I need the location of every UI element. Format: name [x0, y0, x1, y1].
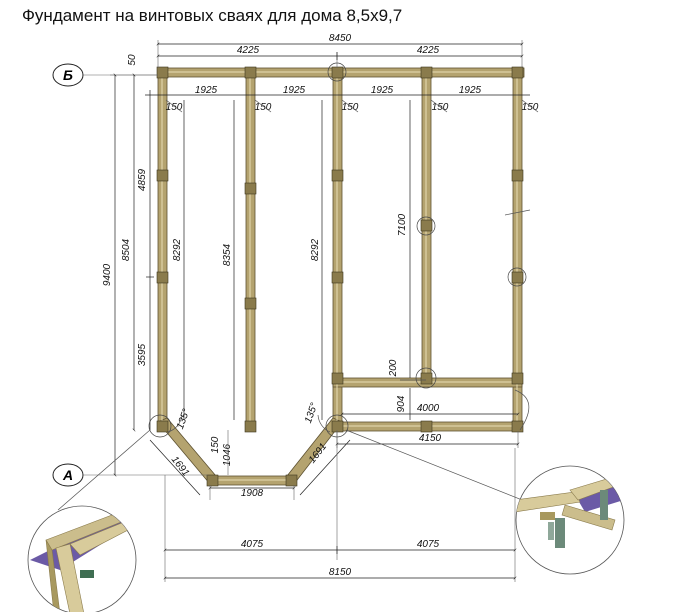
- dim-beam5: 150: [522, 102, 539, 113]
- detail-right: [515, 465, 625, 575]
- dim-top-right-half: 4225: [417, 45, 440, 56]
- detail-left: [27, 505, 137, 612]
- dim-inner3: 8292: [310, 238, 321, 261]
- dim-bay-904: 904: [396, 395, 407, 412]
- dim-bay-200: 200: [388, 359, 399, 377]
- inner-dimensions: 8292 8354 8292 7100 200 904: [172, 100, 426, 420]
- guide-tick: [504, 209, 531, 216]
- dim-bottom-half-left: 4075: [241, 539, 264, 550]
- rear-dimensions: 4000 4150: [335, 403, 520, 448]
- dim-top-offset: 50: [127, 54, 138, 66]
- dim-beam1: 150: [166, 102, 183, 113]
- dim-inner1: 8292: [172, 238, 183, 261]
- drawing-title: Фундамент на винтовых сваях для дома 8,5…: [22, 6, 403, 25]
- axis-a: А: [52, 463, 208, 487]
- dim-left-total: 9400: [102, 263, 113, 286]
- dim-bottom-total: 8150: [329, 567, 352, 578]
- dim-bay2: 1925: [283, 85, 306, 96]
- left-dimensions: 9400 8504 4859 3595: [102, 73, 158, 477]
- dim-inner4: 7100: [397, 213, 408, 236]
- dim-bottom-side-a: 150: [210, 436, 221, 453]
- dim-bottom-flat: 1908: [241, 488, 264, 499]
- dim-inner2: 8354: [222, 243, 233, 266]
- dim-rear-total: 4150: [419, 433, 442, 444]
- dim-angle-left: 135°: [175, 408, 192, 431]
- dim-beam2: 150: [255, 102, 272, 113]
- dim-diag-right: 1691: [307, 441, 329, 465]
- dim-beam4: 150: [432, 102, 449, 113]
- dim-left-lower: 3595: [137, 343, 148, 366]
- dim-angle-right: 135°: [303, 402, 320, 425]
- pile-heads: [156, 66, 524, 487]
- dim-left-upper: 4859: [137, 168, 148, 191]
- axis-b-label: Б: [63, 67, 73, 83]
- beam-highlights: [160, 70, 522, 481]
- bay-dimensions: 1925 1925 1925 1925 150 150 150 150 150: [145, 85, 539, 113]
- dim-bay1: 1925: [195, 85, 218, 96]
- dim-beam3: 150: [342, 102, 359, 113]
- dim-bay4: 1925: [459, 85, 482, 96]
- axis-a-label: А: [62, 467, 73, 483]
- detail-circles: [148, 62, 527, 438]
- dim-bottom-half-right: 4075: [417, 539, 440, 550]
- dim-bottom-side-b: 1046: [222, 443, 233, 466]
- top-dimensions: 8450 4225 4225 50: [127, 33, 524, 68]
- dim-top-left-half: 4225: [237, 45, 260, 56]
- dim-top-total: 8450: [329, 33, 352, 44]
- guide-curve: [514, 389, 530, 431]
- dim-rear-width: 4000: [417, 403, 440, 414]
- dim-left-axis: 8504: [121, 238, 132, 261]
- callout-line-left: [57, 429, 151, 511]
- bottom-dimensions: 4075 4075 8150: [163, 440, 517, 582]
- dim-bay3: 1925: [371, 85, 394, 96]
